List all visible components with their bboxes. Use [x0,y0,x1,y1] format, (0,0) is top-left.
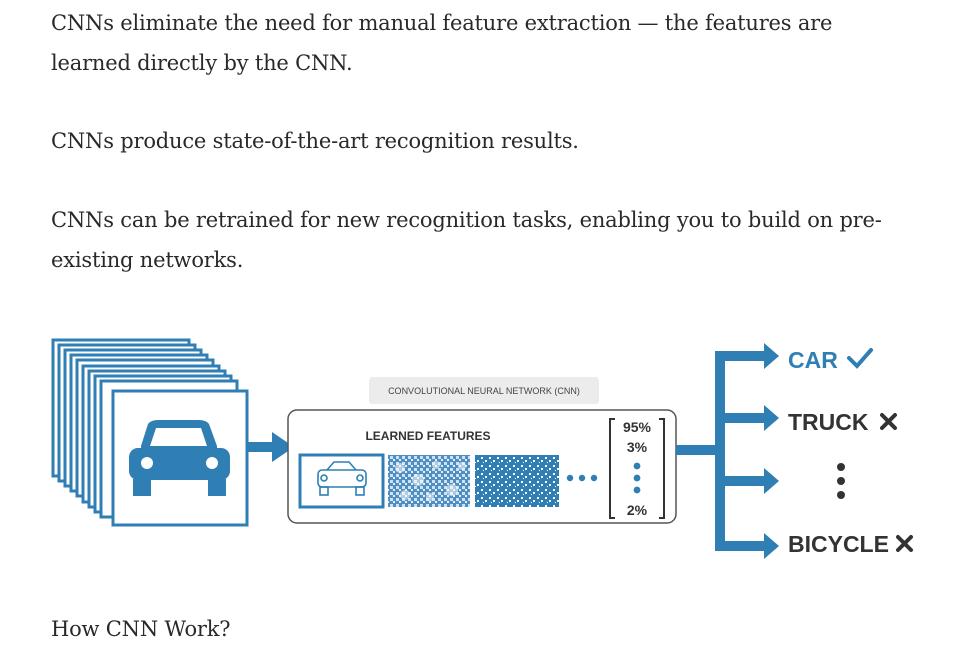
check-icon [847,348,873,369]
input-arrow [248,432,294,462]
output-arrows [676,343,779,559]
feature-map-pixels [475,455,559,507]
cross-icon [880,413,897,430]
feature-map-blur-texture [395,461,466,501]
class-label-bicycle: BICYCLE [788,531,889,557]
learned-features-label: LEARNED FEATURES [365,429,490,443]
car-icon [129,420,230,496]
vertical-ellipsis-classes-icon [837,463,845,499]
class-label-truck: TRUCK [788,409,869,435]
output-vector-bracket [609,418,665,519]
probability-car: 95% [623,419,652,435]
paragraph-feature-extraction: CNNs eliminate the need for manual featu… [51,11,833,75]
vertical-ellipsis-icon [633,462,641,494]
probability-truck: 3% [627,439,648,455]
section-heading-how-cnn-work: How CNN Work? [51,617,231,641]
paragraph-retraining: CNNs can be retrained for new recognitio… [51,208,882,272]
feature-map-car [298,453,385,509]
ellipsis-icon [566,474,598,482]
probability-bicycle: 2% [627,502,648,518]
cnn-label-box [369,377,599,404]
cross-icon [896,535,913,552]
cnn-label: CONVOLUTIONAL NEURAL NETWORK (CNN) [388,386,580,396]
class-label-car: CAR [788,347,838,373]
paragraph-recognition-results: CNNs produce state-of-the-art recognitio… [51,129,579,153]
small-car-icon [317,461,367,496]
